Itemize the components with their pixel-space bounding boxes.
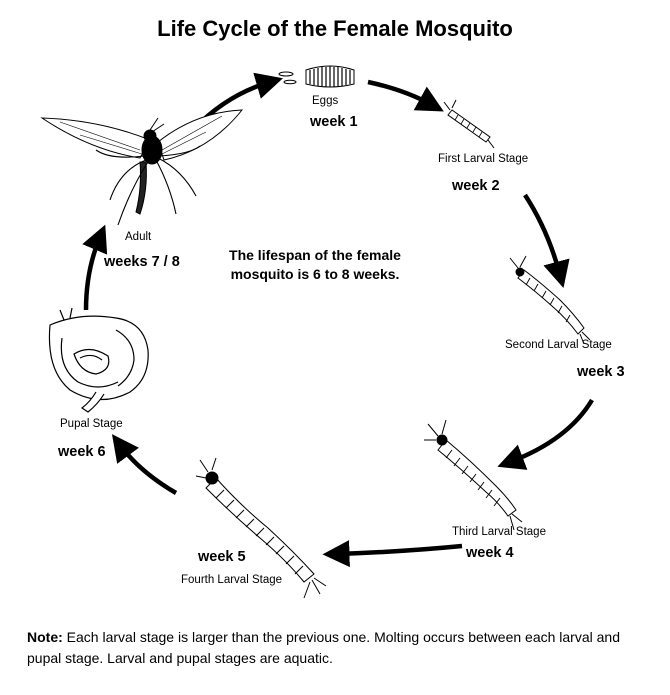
stage-week-first-larval: week 2 xyxy=(452,178,500,194)
arrow-second-to-third xyxy=(497,398,594,470)
arrow-third-to-fourth xyxy=(322,540,463,568)
note-text: Note: Each larval stage is larger than t… xyxy=(27,627,657,669)
arrow-first-to-second xyxy=(523,193,570,289)
arrow-eggs-to-first xyxy=(367,79,444,112)
stage-label-second-larval: Second Larval Stage xyxy=(505,339,612,351)
stage-week-adult: weeks 7 / 8 xyxy=(104,254,180,270)
stage-label-first-larval: First Larval Stage xyxy=(438,153,529,165)
stage-week-third-larval: week 4 xyxy=(466,545,514,561)
stage-label-third-larval: Third Larval Stage xyxy=(452,526,546,538)
third-larva-icon xyxy=(424,419,523,531)
stage-label-fourth-larval: Fourth Larval Stage xyxy=(181,574,283,586)
arrow-fourth-to-pupa xyxy=(111,434,178,495)
pupa-icon xyxy=(48,307,149,413)
stage-week-eggs: week 1 xyxy=(310,114,358,130)
egg-raft-icon xyxy=(278,65,355,88)
fourth-larva-icon xyxy=(195,457,327,599)
stage-week-pupal: week 6 xyxy=(58,444,106,460)
second-larva-icon xyxy=(509,255,591,345)
lifespan-text: The lifespan of the female mosquito is 6… xyxy=(229,247,401,282)
stage-week-second-larval: week 3 xyxy=(577,364,625,380)
stage-label-adult: Adult xyxy=(125,231,152,243)
first-larva-icon xyxy=(443,99,495,149)
adult-mosquito-icon xyxy=(40,109,244,226)
note-prefix: Note: xyxy=(27,629,63,645)
diagram-title: Life Cycle of the Female Mosquito xyxy=(157,16,513,41)
stage-week-fourth-larval: week 5 xyxy=(198,549,246,565)
stage-label-pupal: Pupal Stage xyxy=(60,418,123,430)
note-body: Each larval stage is larger than the pre… xyxy=(27,629,620,666)
arrow-pupa-to-adult xyxy=(82,224,108,311)
stage-label-eggs: Eggs xyxy=(312,95,339,107)
